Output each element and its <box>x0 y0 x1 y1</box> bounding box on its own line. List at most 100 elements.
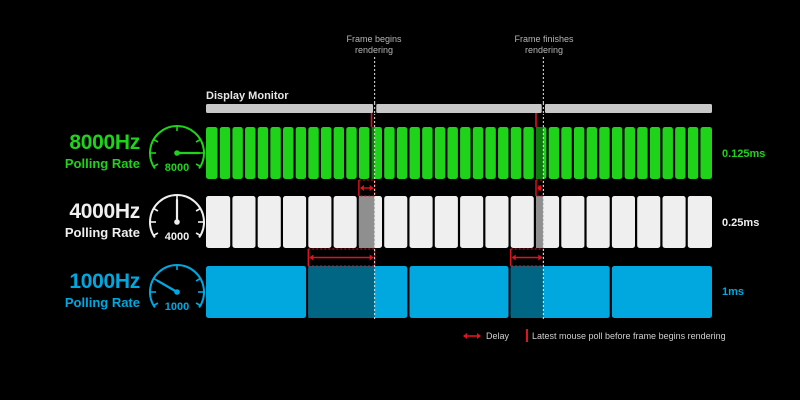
gauge-tick <box>195 163 201 168</box>
poll-slot <box>206 127 218 179</box>
gauge-tick <box>153 302 159 307</box>
poll-slot <box>396 127 408 179</box>
poll-slot <box>662 127 673 179</box>
poll-slot <box>637 127 648 179</box>
gauge-tick <box>195 277 201 282</box>
display-monitor-title: Display Monitor <box>206 90 289 102</box>
gauge-value: 4000 <box>165 231 189 243</box>
poll-slot <box>409 127 420 179</box>
poll-slot <box>548 127 560 179</box>
poll-slot <box>447 127 458 179</box>
poll-slot <box>245 127 256 179</box>
poll-slot <box>561 127 572 179</box>
gauge-value: 1000 <box>165 301 189 313</box>
monitor-frame-segment <box>206 104 374 113</box>
gauge-hub <box>174 150 180 156</box>
latest-poll-legend-icon <box>526 329 528 342</box>
poll-slot <box>434 127 446 179</box>
poll-slot <box>257 196 281 248</box>
poll-slot <box>498 127 509 179</box>
delay-arrowhead <box>538 185 543 191</box>
row-1000-hz: 1000Hz <box>69 270 140 293</box>
row-1000-label: Polling Rate <box>64 295 140 310</box>
poll-slot <box>460 196 484 248</box>
poll-slot <box>485 196 509 248</box>
frame-finishes-label: Frame finishes rendering <box>499 34 589 56</box>
monitor-frame-segment <box>544 104 712 113</box>
row-8000-period: 0.125ms <box>722 148 766 160</box>
poll-rows <box>206 127 712 318</box>
delay-box <box>307 248 376 267</box>
poll-slot <box>611 127 623 179</box>
poll-slot <box>611 266 712 318</box>
row-1000-period: 1ms <box>722 286 745 298</box>
poll-slot <box>358 127 370 179</box>
gauge-needle <box>156 279 179 294</box>
poll-slot <box>422 127 433 179</box>
gauge-value: 8000 <box>165 162 189 174</box>
poll-slot <box>270 127 281 179</box>
latest-poll-shade <box>536 196 544 248</box>
poll-slot <box>295 127 307 179</box>
poll-slot <box>283 127 294 179</box>
poll-slot <box>206 196 231 248</box>
gauges: 8000 4000 1000 <box>149 125 205 313</box>
poll-slot <box>409 266 509 318</box>
gauge-tick <box>153 163 159 168</box>
gauge-icon: 1000 <box>149 264 205 313</box>
gauge-hub <box>174 289 180 295</box>
poll-slot <box>485 127 496 179</box>
gauge-icon: 4000 <box>149 194 205 243</box>
delay-arrowhead <box>511 254 516 261</box>
delay-arrowhead <box>369 185 374 191</box>
poll-slot <box>624 127 635 179</box>
delay-legend-icon <box>463 333 481 339</box>
row-8000-label: Polling Rate <box>64 156 140 171</box>
poll-slot <box>257 127 269 179</box>
poll-slot <box>308 127 319 179</box>
poll-slot <box>662 196 686 248</box>
frame-finishes-line1: Frame finishes <box>514 34 574 44</box>
poll-slot <box>460 127 471 179</box>
poll-slot <box>333 127 345 179</box>
delay-arrowhead <box>309 254 314 261</box>
poll-slot <box>409 196 433 248</box>
row-4000-hz: 4000Hz <box>69 200 140 223</box>
monitor-bar <box>206 104 712 113</box>
poll-slot <box>308 196 332 248</box>
poll-slot <box>320 127 332 179</box>
poll-slot <box>637 196 661 248</box>
poll-slot <box>700 127 712 179</box>
poll-slot <box>232 127 243 179</box>
poll-slot <box>586 196 610 248</box>
poll-slot <box>675 127 686 179</box>
row-8000-hz: 8000Hz <box>69 131 140 154</box>
gauge-tick <box>195 232 201 237</box>
gauge-tick <box>153 232 159 237</box>
poll-slot <box>523 127 534 179</box>
frame-begins-label: Frame begins rendering <box>329 34 419 56</box>
row-4000-period: 0.25ms <box>722 217 760 229</box>
delay-arrowhead <box>538 254 543 261</box>
poll-slot <box>472 127 484 179</box>
gauge-hub <box>174 219 180 225</box>
latest-poll-shade <box>308 266 375 318</box>
latest-poll-shade <box>371 127 375 179</box>
gauge-tick <box>195 207 201 212</box>
poll-slot <box>599 127 610 179</box>
poll-slot <box>611 196 635 248</box>
poll-slot <box>333 196 357 248</box>
poll-slot <box>573 127 585 179</box>
gauge-tick <box>153 207 159 212</box>
poll-slot <box>384 196 408 248</box>
frame-begins-line2: rendering <box>354 45 394 55</box>
latest-poll-shade <box>510 266 544 318</box>
poll-slot <box>434 196 458 248</box>
poll-slot <box>510 127 522 179</box>
poll-slot <box>206 266 307 318</box>
frame-finishes-line2: rendering <box>524 45 564 55</box>
delay-arrowhead <box>359 185 364 191</box>
poll-slot <box>687 196 712 248</box>
frame-lines <box>373 57 545 320</box>
gauge-tick <box>195 138 201 143</box>
